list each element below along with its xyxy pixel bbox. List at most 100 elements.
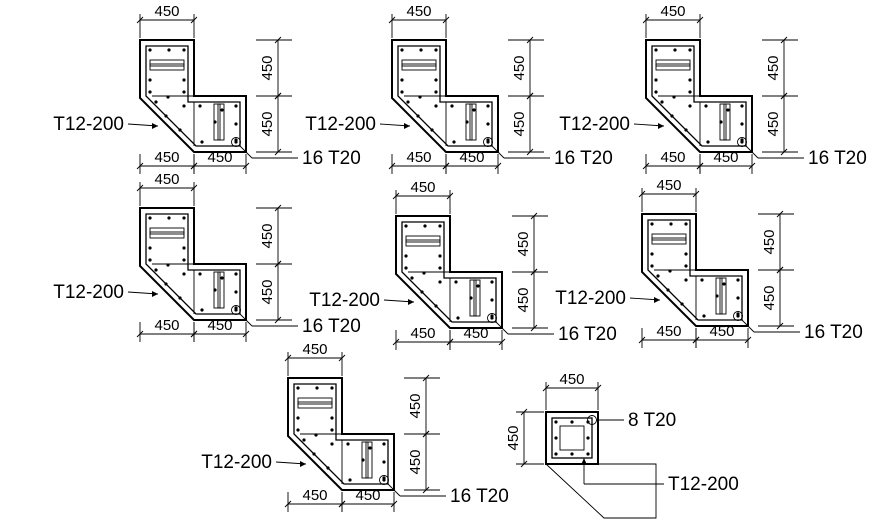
dim-bottom-right: 450 xyxy=(190,149,250,174)
rebar-dot xyxy=(312,452,316,456)
rebar-dot xyxy=(220,276,224,280)
rebar-dot xyxy=(740,122,744,126)
rebar-dot xyxy=(182,246,186,250)
dim-top: 450 xyxy=(136,3,198,38)
rebar-dot xyxy=(684,264,688,268)
rebar-dot xyxy=(382,442,386,446)
dimension-text: 450 xyxy=(511,111,528,136)
dimension-tick xyxy=(242,330,250,338)
corner-bar-marker xyxy=(483,137,493,147)
rebar-dot xyxy=(570,420,574,424)
dimension-tick xyxy=(780,92,788,100)
stirrup-outline xyxy=(401,221,497,323)
rebar-dot xyxy=(154,100,158,104)
rebar-dot xyxy=(673,48,677,52)
corner-bar-marker xyxy=(231,137,241,147)
rebar-dot xyxy=(382,460,386,464)
dimension-text: 450 xyxy=(302,341,327,358)
leader-arrow xyxy=(658,123,664,129)
rebar-dot xyxy=(178,296,182,300)
rebar-dot xyxy=(148,78,152,82)
dim-right-lower: 450 xyxy=(758,266,794,330)
rebar-dot xyxy=(465,120,469,124)
dim-top: 450 xyxy=(638,177,700,212)
rebar-dot xyxy=(668,269,672,273)
dim-right-upper: 450 xyxy=(508,36,544,100)
dimension-text: 450 xyxy=(207,317,232,334)
leader-arrow xyxy=(152,291,158,297)
bar-label: 16 T20 xyxy=(450,486,509,507)
dimension-tick xyxy=(594,384,602,392)
dimension-tick xyxy=(338,500,346,508)
rebar-dot xyxy=(586,452,590,456)
dimension-text: 450 xyxy=(154,3,179,20)
rebar-dot xyxy=(418,95,422,99)
rebar-dot xyxy=(486,140,490,144)
dimension-text: 450 xyxy=(459,149,484,166)
rebar-dot xyxy=(296,428,300,432)
rebar-dot xyxy=(434,304,438,308)
rebar-dot xyxy=(234,140,238,144)
dimension-text: 450 xyxy=(410,325,435,342)
rebar-dot xyxy=(167,48,171,52)
dimension-text: 450 xyxy=(515,231,532,256)
rebar-dot xyxy=(346,442,350,446)
link-box xyxy=(405,239,441,243)
dimension-text: 450 xyxy=(407,393,424,418)
dimension-tick xyxy=(446,338,454,346)
rebar-dot xyxy=(469,296,473,300)
dimension-text: 450 xyxy=(259,111,276,136)
dim-top: 450 xyxy=(542,371,602,410)
rebar-dot xyxy=(666,288,670,292)
link-box xyxy=(149,59,185,71)
dimension-tick xyxy=(776,266,784,274)
leader-arrow xyxy=(408,299,414,305)
rebar-dot xyxy=(234,308,238,312)
dimension-tick xyxy=(388,162,396,170)
dim-right-lower: 450 xyxy=(256,92,292,156)
column-outline xyxy=(645,39,753,153)
dimension-text: 450 xyxy=(761,229,778,254)
leader-arrow xyxy=(654,297,660,303)
bar-leader xyxy=(741,319,755,333)
dimension-text: 450 xyxy=(154,171,179,188)
dim-bottom-right: 450 xyxy=(190,317,250,342)
rebar-dot xyxy=(654,78,658,82)
column-outline xyxy=(641,213,749,327)
bar-label: 16 T20 xyxy=(302,148,361,169)
dimension-text: 450 xyxy=(154,149,179,166)
link-box xyxy=(655,63,691,67)
bar-label: 16 T20 xyxy=(554,148,613,169)
dim-right-upper: 450 xyxy=(256,204,292,268)
rebar-dot xyxy=(688,90,692,94)
dimension-tick xyxy=(776,322,784,330)
bar-leader xyxy=(239,313,253,327)
dim-right-upper: 450 xyxy=(758,210,794,274)
dimension-tick xyxy=(392,338,400,346)
rebar-dot xyxy=(688,48,692,52)
dimension-tick xyxy=(780,148,788,156)
rebar-dot xyxy=(164,114,168,118)
stirrup-outline xyxy=(397,45,493,147)
rebar-dot xyxy=(715,294,719,298)
link-box xyxy=(297,397,333,409)
dimension-text: 450 xyxy=(505,425,522,450)
dimension-tick xyxy=(242,162,250,170)
stirrup-label: T12-200 xyxy=(668,474,739,495)
rebar-dot xyxy=(669,222,673,226)
rebar-dot xyxy=(148,216,152,220)
dimension-tick xyxy=(284,354,292,362)
stirrup-label: T12-200 xyxy=(555,288,626,309)
rebar-dot xyxy=(486,104,490,108)
link-box xyxy=(473,279,477,317)
dimension-tick xyxy=(696,16,704,24)
dim-top: 450 xyxy=(642,3,704,38)
corner-bar-marker xyxy=(231,305,241,315)
dimension-tick xyxy=(542,384,550,392)
rebar-dot xyxy=(404,266,408,270)
dimension-text: 450 xyxy=(406,149,431,166)
rebar-dot xyxy=(570,452,574,456)
dimension-text: 450 xyxy=(302,487,327,504)
